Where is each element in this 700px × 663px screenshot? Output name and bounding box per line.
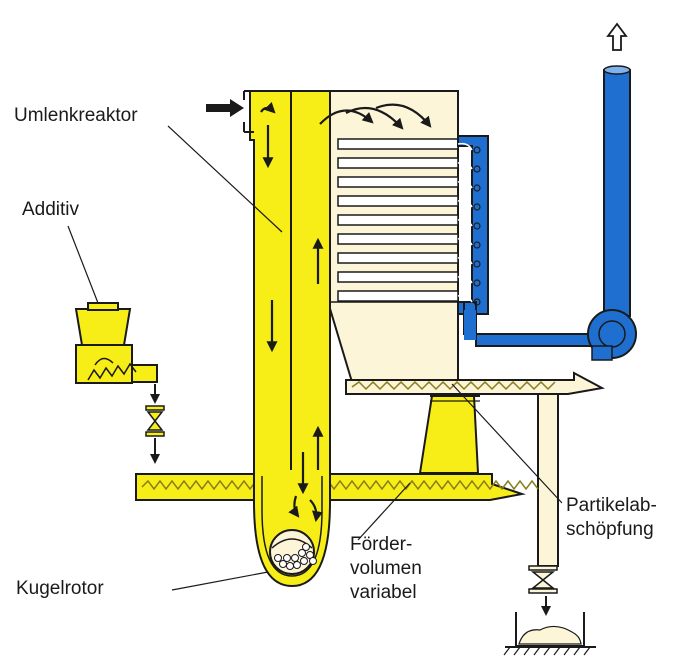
ball-rotor [269,529,317,575]
feed-inlet-arrow-icon [206,99,244,117]
lower-screw-conveyor [135,473,539,501]
label-partikel-line2: schöpfung [566,519,654,540]
label-kugelrotor: Kugelrotor [16,578,104,599]
exhaust-arrow-icon [606,22,628,51]
flow-arrows [260,101,432,523]
label-partikelabschoepfung: Partikelab- schöpfung [566,494,657,542]
label-foerder-line3: variabel [350,582,417,603]
label-foerdervolumen: Förder- volumen variabel [350,533,422,605]
label-umlenkreaktor: Umlenkreaktor [14,105,138,126]
upper-screw-conveyor [345,371,606,402]
additive-hopper [74,302,158,384]
dosing-valve-upper [145,384,165,464]
label-foerder-line1: Förder- [350,534,413,555]
label-additiv: Additiv [22,199,80,220]
exhaust-duct [457,65,637,361]
lamella-plates [337,138,459,302]
label-foerder-line2: volumen [350,558,422,579]
particle-outlet-pipe [503,389,596,656]
lower-funnel [418,395,480,474]
reactor-column [243,90,331,588]
leader-lines [67,125,563,591]
label-partikel-line1: Partikelab- [566,495,657,516]
